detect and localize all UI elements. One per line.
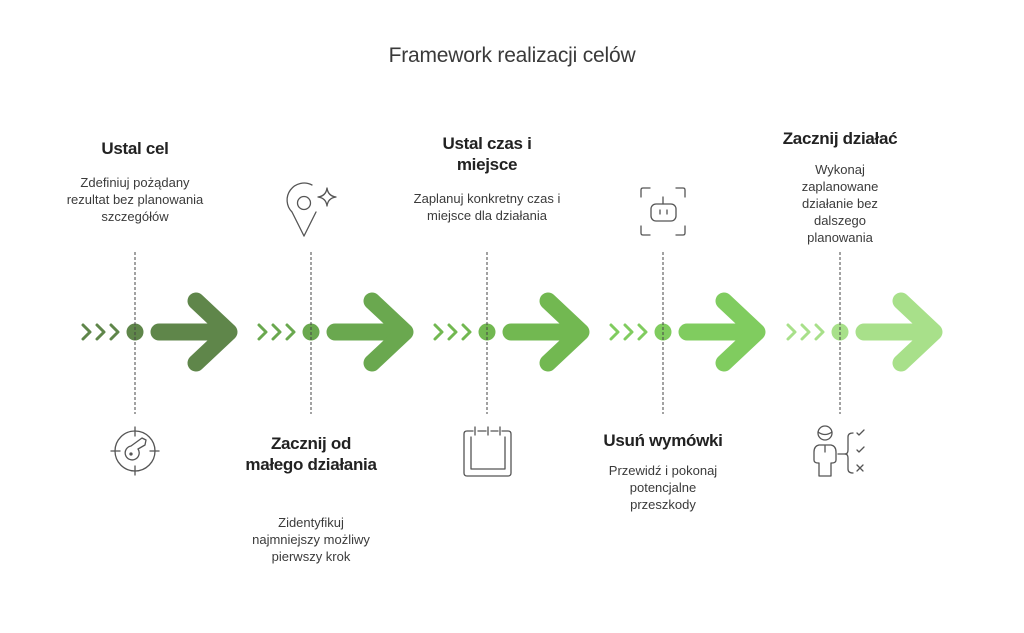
step-5-heading: Zacznij działać xyxy=(782,129,898,148)
step-3-chevron xyxy=(433,323,444,341)
step-3-heading: Ustal czas i miejsce xyxy=(442,134,532,174)
step-5-chevron xyxy=(786,323,797,341)
step-4-chevron xyxy=(609,323,620,341)
focus-plug-icon xyxy=(640,187,686,236)
step-2-chevron xyxy=(271,323,282,341)
step-3-chevron xyxy=(461,323,472,341)
step-3-description: Zaplanuj konkretny czas i miejsce dla dz… xyxy=(413,191,561,223)
step-5-chevron xyxy=(800,323,811,341)
step-1-chevron xyxy=(81,323,92,341)
calendar-icon xyxy=(463,426,512,477)
step-2-arrow-head xyxy=(363,292,414,372)
step-5-description: Wykonaj zaplanowane działanie bez dalsze… xyxy=(801,162,879,245)
step-3-arrow-head xyxy=(539,292,590,372)
step-2-chevron xyxy=(257,323,268,341)
step-5-chevron xyxy=(814,323,825,341)
step-4-chevron xyxy=(637,323,648,341)
step-1-arrow-head xyxy=(187,292,238,372)
step-2-heading: Zacznij od małego działania xyxy=(245,434,377,474)
location-pin-sparkle-icon xyxy=(286,182,337,237)
person-checklist-icon xyxy=(813,425,865,477)
step-5-arrow-head xyxy=(892,292,943,372)
target-key-icon xyxy=(110,426,160,476)
step-1-heading: Ustal cel xyxy=(101,139,169,158)
step-1-chevron xyxy=(109,323,120,341)
step-4-heading: Usuń wymówki xyxy=(603,431,723,450)
step-1-description: Zdefiniuj pożądany rezultat bez planowan… xyxy=(66,175,204,224)
step-3-chevron xyxy=(447,323,458,341)
step-1-chevron xyxy=(95,323,106,341)
step-2-description: Zidentyfikuj najmniejszy możliwy pierwsz… xyxy=(252,515,370,564)
step-4-chevron xyxy=(623,323,634,341)
step-4-description: Przewidź i pokonaj potencjalne przeszkod… xyxy=(608,463,718,512)
step-2-chevron xyxy=(285,323,296,341)
diagram-title: Framework realizacji celów xyxy=(388,44,636,67)
step-4-arrow-head xyxy=(715,292,766,372)
